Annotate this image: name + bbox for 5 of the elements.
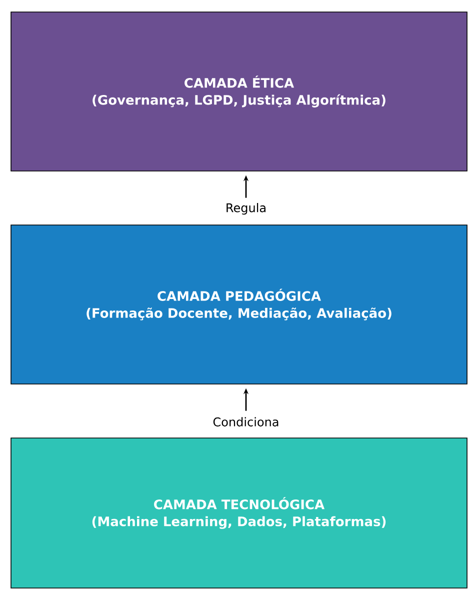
layer-box: CAMADA ÉTICA (Governança, LGPD, Justiça Algorítmica) xyxy=(10,12,468,172)
edge-label: Condiciona xyxy=(212,416,280,428)
layer-box: CAMADA TECNOLÓGICA (Machine Learning, Dados, Plataformas) xyxy=(10,438,468,588)
layer-box: CAMADA PEDAGÓGICA (Formação Docente, Mediação, Avaliação) xyxy=(10,224,468,384)
edge-label: Regula xyxy=(224,202,268,216)
